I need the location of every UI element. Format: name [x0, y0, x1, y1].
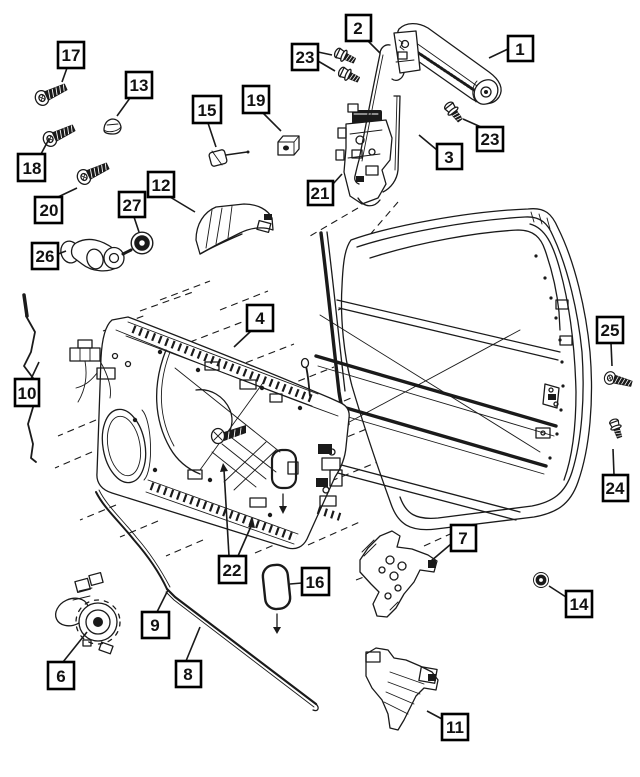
door-latch-drawing — [335, 95, 401, 207]
lower-bracket-drawing — [365, 647, 439, 731]
svg-text:17: 17 — [62, 46, 81, 65]
svg-text:11: 11 — [446, 718, 464, 737]
callout-17[interactable]: 17 — [56, 40, 86, 83]
door-shell-drawing — [303, 208, 593, 531]
callout-8[interactable]: 8 — [174, 626, 203, 689]
svg-text:27: 27 — [123, 196, 142, 215]
screw-24-drawing — [607, 417, 626, 440]
svg-text:22: 22 — [223, 561, 242, 580]
crank-washer-drawing — [130, 231, 154, 255]
screw-17-drawing — [32, 79, 70, 109]
svg-text:3: 3 — [444, 148, 453, 167]
callout-18[interactable]: 18 — [16, 138, 50, 183]
door-module-panel-drawing — [69, 316, 350, 550]
callout-7[interactable]: 7 — [430, 523, 478, 562]
callout-27[interactable]: 27 — [117, 190, 147, 233]
callout-25[interactable]: 25 — [595, 315, 625, 367]
svg-text:13: 13 — [130, 76, 149, 95]
callouts-layer: 17 13 18 20 15 19 12 27 — [13, 13, 630, 742]
callout-2[interactable]: 2 — [344, 13, 381, 54]
callout-11[interactable]: 11 — [426, 710, 470, 742]
callout-19[interactable]: 19 — [241, 84, 282, 132]
screws-23-upper-drawing — [332, 45, 362, 86]
callout-16[interactable]: 16 — [289, 566, 331, 597]
cone-nut-drawing — [103, 118, 122, 135]
gasket-drawing — [261, 563, 292, 634]
svg-text:12: 12 — [152, 176, 171, 195]
callout-23-lower[interactable]: 23 — [462, 118, 505, 153]
callout-15[interactable]: 15 — [191, 94, 223, 148]
callout-12[interactable]: 12 — [146, 170, 196, 213]
svg-text:9: 9 — [150, 616, 159, 635]
svg-text:1: 1 — [515, 40, 524, 59]
svg-text:6: 6 — [56, 667, 65, 686]
clip-19-drawing — [277, 135, 300, 156]
callout-24[interactable]: 24 — [601, 448, 630, 503]
svg-text:25: 25 — [601, 321, 620, 340]
callout-4[interactable]: 4 — [233, 303, 275, 348]
callout-1[interactable]: 1 — [488, 34, 535, 63]
svg-text:15: 15 — [198, 101, 217, 120]
svg-text:2: 2 — [353, 19, 362, 38]
svg-text:18: 18 — [23, 159, 42, 178]
svg-text:8: 8 — [183, 665, 192, 684]
clip-15-drawing — [208, 149, 250, 167]
screw-23-lower-drawing — [441, 99, 466, 125]
svg-text:23: 23 — [296, 48, 315, 67]
callout-14[interactable]: 14 — [548, 585, 594, 619]
screw-25-drawing — [602, 369, 634, 391]
callout-3[interactable]: 3 — [418, 134, 464, 171]
callout-13[interactable]: 13 — [116, 70, 154, 117]
svg-text:20: 20 — [40, 201, 59, 220]
grommet-drawing — [533, 572, 549, 588]
callout-26[interactable]: 26 — [30, 241, 67, 271]
callout-23-upper[interactable]: 23 — [290, 42, 336, 72]
svg-text:21: 21 — [311, 184, 330, 203]
svg-text:23: 23 — [481, 130, 500, 149]
crank-handle-drawing — [60, 238, 133, 272]
callout-6[interactable]: 6 — [46, 631, 88, 691]
callout-22[interactable]: 22 — [217, 463, 255, 585]
svg-text:19: 19 — [247, 91, 266, 110]
latch-rod-drawing — [165, 587, 319, 712]
svg-text:14: 14 — [570, 595, 589, 614]
callout-20[interactable]: 20 — [33, 187, 78, 225]
svg-text:24: 24 — [606, 479, 625, 498]
window-motor-drawing — [54, 571, 121, 655]
svg-text:4: 4 — [255, 309, 265, 328]
latch-bracket-drawing — [359, 530, 438, 618]
svg-text:16: 16 — [306, 573, 325, 592]
callout-9[interactable]: 9 — [140, 589, 171, 640]
bezel-cap-drawing — [195, 203, 274, 255]
screw-20-drawing — [74, 158, 112, 188]
callout-21[interactable]: 21 — [306, 173, 343, 207]
svg-text:7: 7 — [458, 529, 467, 548]
exterior-handle-drawing — [391, 22, 502, 105]
callout-10[interactable]: 10 — [13, 361, 41, 408]
svg-text:10: 10 — [18, 384, 37, 403]
svg-text:26: 26 — [36, 247, 55, 266]
regulator-cable-drawing — [95, 489, 171, 590]
